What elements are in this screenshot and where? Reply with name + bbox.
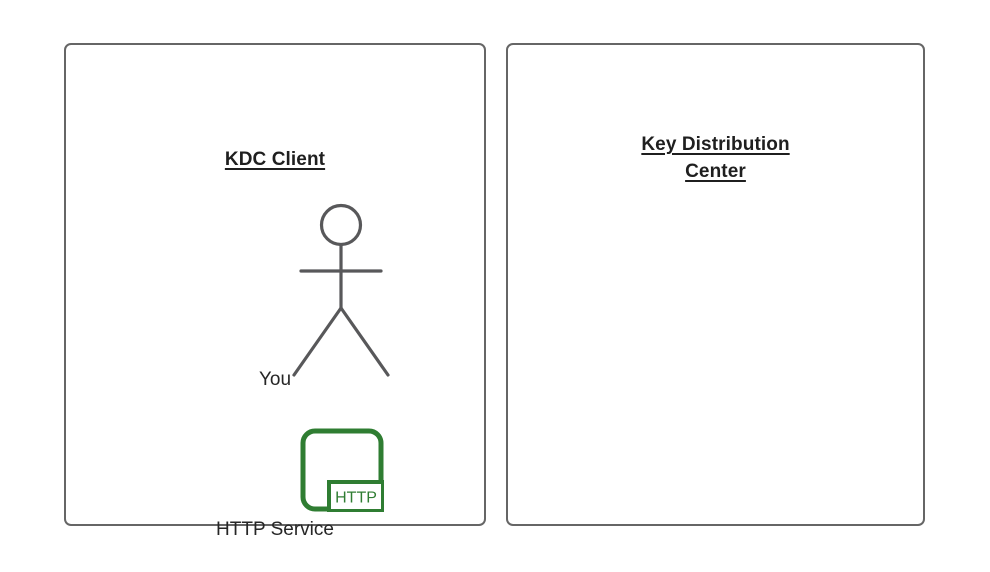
- http-service-icon: HTTP: [300, 428, 384, 512]
- panel-title-kdc-line1: Key Distribution: [641, 134, 790, 155]
- stick-figure-actor: [281, 197, 401, 397]
- panel-title-key-distribution-center: Key Distribution Center: [508, 131, 923, 185]
- panel-kdc-client: KDC Client You HTTP: [64, 43, 486, 540]
- http-service-label: HTTP Service: [216, 519, 334, 540]
- panel-title-kdc-line2: Center: [685, 161, 746, 182]
- http-icon-badge-text: HTTP: [335, 490, 377, 507]
- panel-title-kdc-client: KDC Client: [66, 146, 484, 173]
- panel-title-kdc-client-text: KDC Client: [224, 149, 326, 170]
- stick-figure-head: [319, 203, 363, 247]
- stick-figure-leg-left: [292, 306, 343, 377]
- http-icon-badge-plate: [327, 480, 384, 512]
- stick-figure-leg-right: [339, 306, 390, 377]
- actor-label-you: You: [258, 369, 292, 390]
- panel-key-distribution-center: Key Distribution Center Authentication S…: [506, 43, 925, 526]
